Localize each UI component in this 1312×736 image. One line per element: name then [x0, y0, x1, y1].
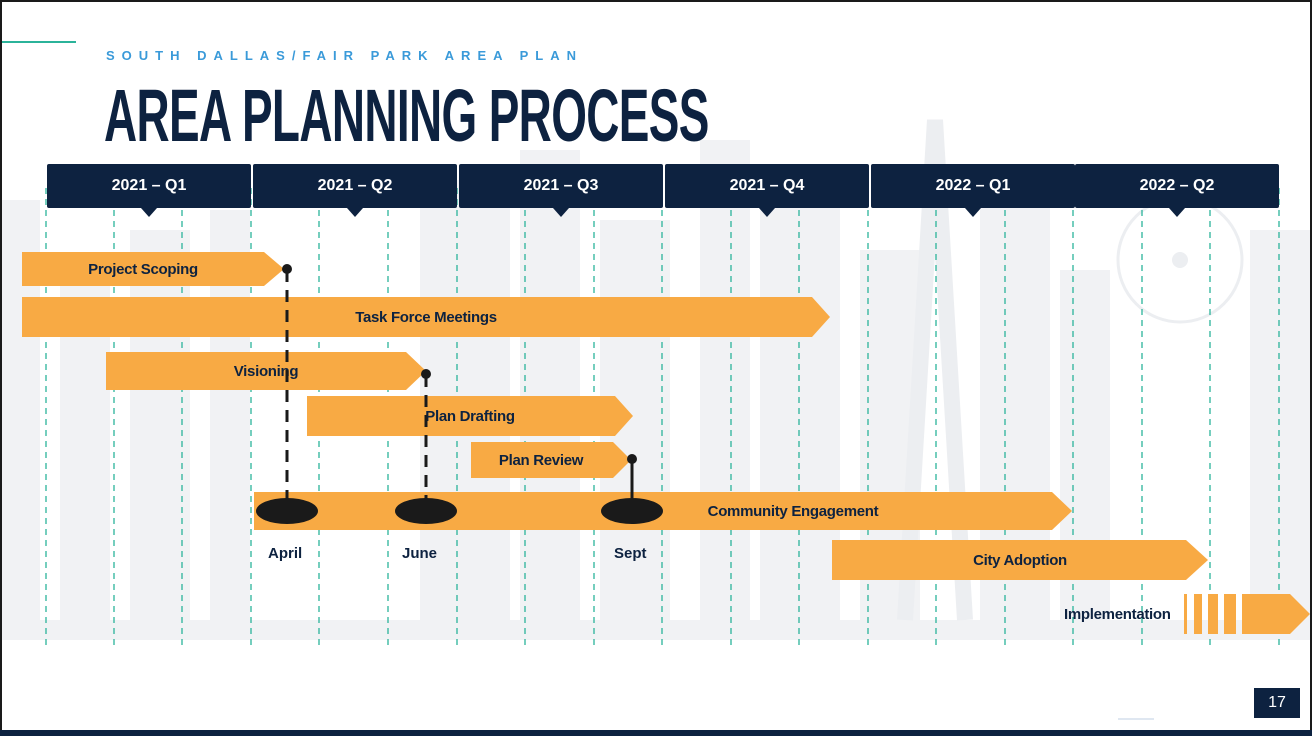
task-force-meetings: Task Force Meetings [22, 297, 830, 337]
task-community-engagement: Community Engagement [254, 492, 1072, 530]
task-project-scoping: Project Scoping [22, 252, 284, 286]
quarter-2021-q1: 2021 – Q1 [47, 164, 251, 217]
milestone-april-label: April [268, 545, 303, 562]
slide-subtitle: SOUTH DALLAS/FAIR PARK AREA PLAN [106, 48, 584, 63]
task-plan-drafting: Plan Drafting [307, 396, 633, 436]
milestone-sept-label: Sept [614, 545, 647, 562]
implementation-arrow [1184, 594, 1310, 634]
task-visioning: Visioning [106, 352, 426, 390]
task-city-adoption: City Adoption [832, 540, 1208, 580]
footer-mark [1118, 718, 1154, 720]
quarter-2021-q3: 2021 – Q3 [459, 164, 663, 217]
slide-title: AREA PLANNING PROCESS [104, 74, 709, 157]
milestone-june-marker [395, 498, 457, 524]
task-implementation-label: Implementation [1064, 606, 1171, 623]
milestone-june-label: June [402, 545, 438, 562]
quarter-2022-q2: 2022 – Q2 [1075, 164, 1279, 217]
page-number: 17 [1254, 688, 1300, 718]
milestone-sept-marker [601, 498, 663, 524]
task-plan-review: Plan Review [471, 442, 631, 478]
quarter-2021-q2: 2021 – Q2 [253, 164, 457, 217]
quarter-2022-q1: 2022 – Q1 [871, 164, 1075, 217]
bottom-bar [0, 730, 1312, 736]
quarter-2021-q4: 2021 – Q4 [665, 164, 869, 217]
accent-line [2, 41, 76, 43]
milestone-april-marker [256, 498, 318, 524]
